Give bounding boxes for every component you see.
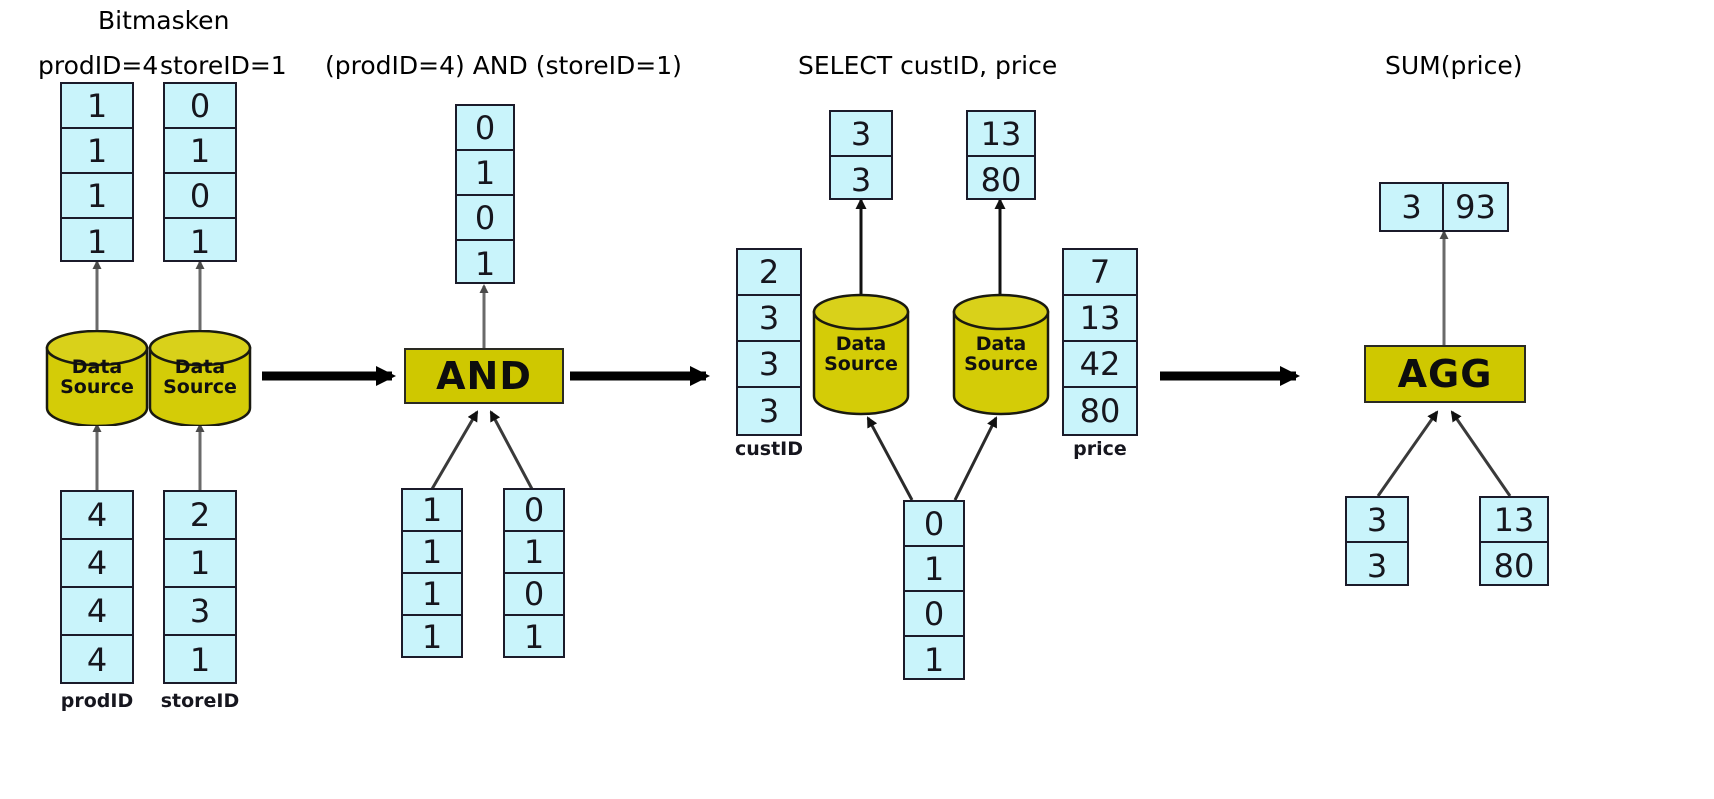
- agg-operator-box[interactable]: AGG: [1364, 345, 1526, 403]
- cell: 1: [523, 618, 545, 656]
- price-column-label: price: [1073, 438, 1127, 460]
- cell: 3: [758, 392, 780, 430]
- cell: 0: [457, 196, 513, 241]
- cell: 1: [905, 547, 963, 592]
- prodid-value-column: 4 4 4 4: [60, 490, 134, 684]
- cell: 2: [738, 250, 800, 296]
- and-output-column: 0 1 0 1: [455, 104, 515, 284]
- cell: 42: [1064, 342, 1136, 388]
- cell: 1: [505, 532, 563, 574]
- cell: 3: [165, 588, 235, 636]
- cell: 1: [165, 540, 235, 588]
- caption-sum-expression: SUM(price): [1385, 51, 1523, 80]
- cell: 1: [403, 574, 461, 616]
- and-operator-box[interactable]: AND: [404, 348, 564, 404]
- cell: 1: [457, 151, 513, 196]
- cell: 1: [189, 222, 211, 261]
- cell: 1: [62, 174, 132, 219]
- select-custid-output-column: 3 3: [829, 110, 893, 200]
- cell: 3: [1381, 184, 1445, 230]
- and-input-right-column: 0 1 0 1: [503, 488, 565, 658]
- cell: 3: [738, 342, 800, 388]
- cell: 3: [1347, 498, 1407, 543]
- caption-prodid-mask: prodID=4: [38, 51, 159, 80]
- datasource-prodid: Data Source: [45, 329, 149, 428]
- cell: 1: [403, 490, 461, 532]
- cell: 1: [165, 129, 235, 174]
- cell: 80: [1493, 546, 1535, 585]
- cell: 1: [421, 618, 443, 656]
- datasource-price: Data Source: [952, 292, 1050, 418]
- cell: 1: [86, 222, 108, 261]
- agg-input-left-column: 3 3: [1345, 496, 1409, 586]
- storeid-value-column: 2 1 3 1: [163, 490, 237, 684]
- storeid-mask-column: 0 1 0 1: [163, 82, 237, 262]
- price-value-column: 7 13 42 80: [1062, 248, 1138, 436]
- cell: 1: [923, 640, 945, 679]
- cell: 13: [1064, 296, 1136, 342]
- cell: 0: [457, 106, 513, 151]
- cell: 0: [905, 502, 963, 547]
- datasource-custid: Data Source: [812, 292, 910, 418]
- storeid-column-label: storeID: [160, 690, 240, 712]
- custid-value-column: 2 3 3 3: [736, 248, 802, 436]
- cell: 0: [905, 592, 963, 637]
- cell: 4: [62, 588, 132, 636]
- prodid-column-label: prodID: [60, 690, 134, 712]
- cell: 80: [980, 160, 1022, 199]
- cell: 3: [831, 112, 891, 157]
- cell: 1: [62, 129, 132, 174]
- cell: 7: [1064, 250, 1136, 296]
- cell: 0: [505, 574, 563, 616]
- cell: 1: [62, 84, 132, 129]
- cell: 13: [1481, 498, 1547, 543]
- custid-column-label: custID: [734, 438, 804, 460]
- cell: 3: [738, 296, 800, 342]
- caption-and-expression: (prodID=4) AND (storeID=1): [325, 51, 682, 80]
- caption-storeid-mask: storeID=1: [160, 51, 287, 80]
- cell: 1: [474, 244, 496, 283]
- cell: 2: [165, 492, 235, 540]
- cell: 4: [62, 540, 132, 588]
- cell: 3: [850, 160, 872, 199]
- cell: 0: [165, 174, 235, 219]
- select-bitmask-column: 0 1 0 1: [903, 500, 965, 680]
- cell: 1: [189, 641, 211, 679]
- cell: 0: [165, 84, 235, 129]
- datasource-storeid: Data Source: [148, 329, 252, 428]
- cell: 4: [62, 492, 132, 540]
- cell: 80: [1079, 392, 1121, 430]
- cell: 93: [1455, 188, 1496, 226]
- agg-result-row: 3 93: [1379, 182, 1509, 232]
- cell: 1: [403, 532, 461, 574]
- agg-input-right-column: 13 80: [1479, 496, 1549, 586]
- cell: 0: [505, 490, 563, 532]
- cell: 3: [1366, 546, 1388, 585]
- diagram-title: Bitmasken: [98, 6, 230, 35]
- select-price-output-column: 13 80: [966, 110, 1036, 200]
- caption-select-expression: SELECT custID, price: [798, 51, 1058, 80]
- cell: 4: [86, 641, 108, 679]
- and-input-left-column: 1 1 1 1: [401, 488, 463, 658]
- cell: 13: [968, 112, 1034, 157]
- prodid-mask-column: 1 1 1 1: [60, 82, 134, 262]
